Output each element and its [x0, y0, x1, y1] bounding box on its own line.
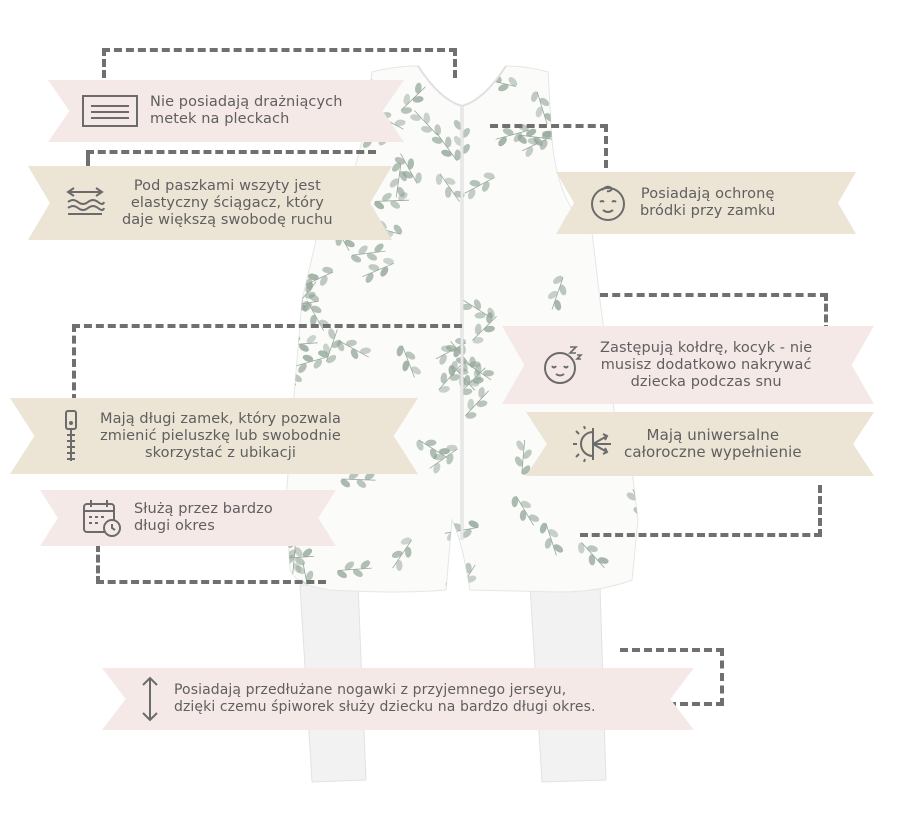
vertical-arrow-icon	[138, 674, 162, 724]
callout-all-season-text: Mają uniwersalne całoroczne wypełnienie	[624, 426, 802, 461]
callout-all-season: Mają uniwersalne całoroczne wypełnienie	[526, 412, 874, 476]
baby-face-icon	[586, 181, 630, 225]
connector-elastic-band	[86, 150, 376, 166]
callout-long-zipper: Mają długi zamek, który pozwala zmienić …	[10, 398, 418, 474]
callout-extended-legs: Posiadają przedłużane nogawki z przyjemn…	[102, 668, 694, 730]
callout-no-tags: Nie posiadają drażniących metek na pleck…	[48, 80, 404, 142]
callout-elastic-band: Pod paszkami wszyty jest elastyczny ścią…	[28, 166, 392, 240]
connector-chin-guard	[490, 124, 608, 168]
connector-long-zipper	[72, 324, 462, 402]
callout-elastic-band-text: Pod paszkami wszyty jest elastyczny ścią…	[122, 177, 333, 228]
sun-snowflake-icon	[572, 424, 616, 464]
callout-chin-guard: Posiadają ochronę bródki przy zamku	[556, 172, 856, 234]
label-tag-icon	[80, 91, 140, 131]
callout-replaces-blanket-text: Zastępują kołdrę, kocyk - nie musisz dod…	[600, 339, 813, 390]
callout-replaces-blanket: Zastępują kołdrę, kocyk - nie musisz dod…	[502, 326, 874, 404]
elastic-stretch-icon	[62, 183, 108, 223]
callout-chin-guard-text: Posiadają ochronę bródki przy zamku	[640, 186, 776, 219]
zipper-icon	[56, 407, 86, 465]
callout-long-lasting: Służą przez bardzo długi okres	[40, 490, 336, 546]
callout-long-zipper-text: Mają długi zamek, który pozwala zmienić …	[100, 410, 341, 461]
connector-replaces-blanket	[600, 293, 828, 333]
callout-extended-legs-text: Posiadają przedłużane nogawki z przyjemn…	[174, 682, 596, 715]
callout-long-lasting-text: Służą przez bardzo długi okres	[134, 501, 273, 534]
connector-long-lasting	[96, 544, 326, 584]
connector-all-season	[580, 485, 822, 537]
connector-no-tags	[102, 48, 457, 78]
calendar-clock-icon	[80, 496, 124, 540]
callout-no-tags-text: Nie posiadają drażniących metek na pleck…	[150, 94, 343, 127]
sleeping-baby-icon	[538, 342, 586, 388]
